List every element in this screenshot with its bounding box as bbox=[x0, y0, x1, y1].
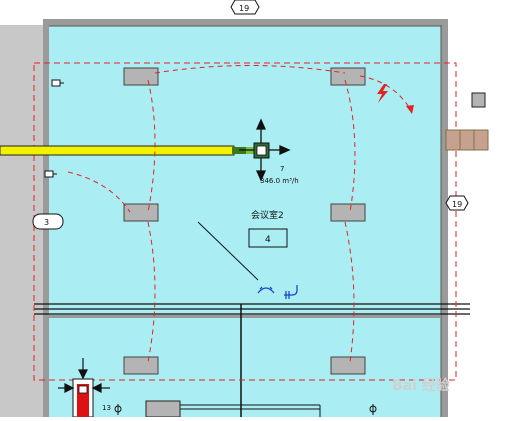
bottom-pipes bbox=[180, 404, 321, 417]
top-wall bbox=[43, 19, 448, 26]
grid-bubble-top: 19 bbox=[230, 0, 260, 15]
leader-line bbox=[197, 221, 259, 281]
valve-icon bbox=[114, 404, 377, 415]
pipe-symbol-icon bbox=[257, 285, 298, 299]
airflow-tag: 7 bbox=[280, 165, 284, 173]
bottom-equipment[interactable] bbox=[145, 400, 181, 418]
right-duct bbox=[445, 129, 489, 151]
diffusers bbox=[123, 67, 366, 375]
airflow-label: 346.0 m³/h bbox=[260, 177, 299, 185]
svg-text:3: 3 bbox=[44, 218, 49, 227]
bottom-tag: 13 bbox=[102, 404, 111, 412]
airflow-arcs bbox=[67, 65, 413, 363]
flash-icon bbox=[377, 84, 388, 103]
wall-fixture-icon bbox=[44, 79, 64, 178]
diffuser[interactable] bbox=[123, 67, 159, 86]
fan-arrows-icon bbox=[58, 358, 110, 393]
room-number: 4 bbox=[265, 235, 271, 245]
svg-text:19: 19 bbox=[239, 4, 249, 13]
watermark: Bai 经验 bbox=[392, 377, 451, 394]
supply-duct[interactable] bbox=[0, 145, 235, 156]
right-wall bbox=[441, 19, 448, 417]
room-name-label: 会议室2 bbox=[251, 209, 284, 221]
column-marker bbox=[471, 92, 486, 108]
diffuser[interactable] bbox=[330, 356, 366, 375]
diffuser[interactable] bbox=[330, 203, 366, 222]
diffuser[interactable] bbox=[123, 203, 159, 222]
diffuser[interactable] bbox=[123, 356, 159, 375]
room-number-box bbox=[248, 228, 288, 248]
move-arrows-icon[interactable] bbox=[239, 118, 291, 182]
dividing-wall bbox=[34, 303, 470, 315]
grid-bubble-right: 19 bbox=[445, 195, 469, 211]
fan-unit[interactable] bbox=[72, 378, 94, 418]
grid-bubble-left: 3 bbox=[32, 213, 64, 230]
selected-diffuser[interactable] bbox=[253, 142, 270, 159]
dividing-wall-fill bbox=[49, 315, 441, 318]
diffuser[interactable] bbox=[330, 67, 366, 86]
room-floor bbox=[49, 25, 442, 417]
svg-text:19: 19 bbox=[452, 200, 462, 209]
zone-boundary bbox=[33, 62, 457, 381]
airflow-arrowhead bbox=[406, 105, 414, 114]
